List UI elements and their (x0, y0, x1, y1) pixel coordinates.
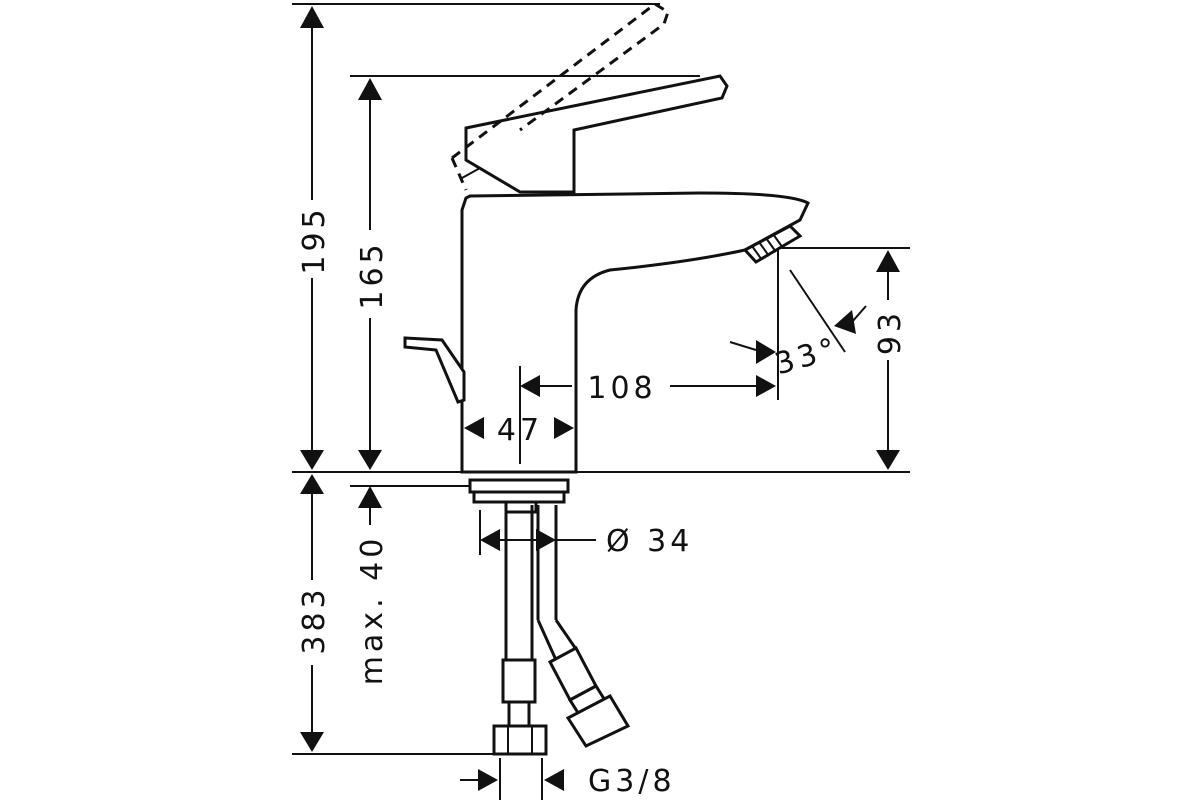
lever-handle-open-position (450, 2, 670, 191)
dim-connection-thread: G3/8 (588, 764, 676, 799)
dim-hose-length: 383 (297, 585, 332, 654)
faucet-body (460, 191, 810, 474)
dimension-arrows (300, 6, 900, 791)
pop-up-rod (403, 336, 466, 404)
dim-body-height: 165 (355, 240, 390, 309)
dim-base-diameter: Ø 34 (606, 524, 693, 559)
dim-spout-reach: 108 (587, 371, 656, 406)
dim-counter-thickness: max. 40 (355, 535, 390, 686)
dim-body-width: 47 (497, 413, 543, 448)
dimension-labels: 195 165 93 383 max. 40 108 47 33° Ø 34 G… (297, 205, 908, 799)
lever-handle (461, 74, 729, 194)
dim-spout-angle: 33° (771, 331, 843, 383)
dim-spout-height: 93 (873, 309, 908, 355)
mounting-base (468, 478, 570, 514)
dim-total-height: 195 (297, 205, 332, 274)
